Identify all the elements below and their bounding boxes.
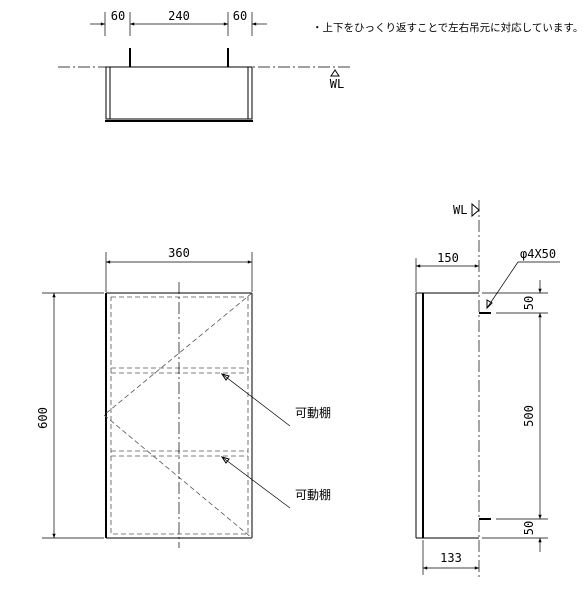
front-view: 360 600 可動棚 可動棚: [36, 246, 331, 548]
top-view: 60 240 60 WL: [58, 9, 352, 122]
note-text: ・上下をひっくり返すことで左右吊元に対応しています。: [312, 22, 584, 34]
front-height-dim: 600: [36, 407, 50, 429]
shelf-label-1: 可動棚: [295, 405, 331, 420]
top-dim-left: 60: [111, 9, 125, 23]
side-wl-label: WL: [453, 203, 467, 217]
top-dim-mid: 240: [168, 9, 190, 23]
side-dim-bottom: 50: [522, 521, 536, 535]
side-dim-top: 50: [522, 296, 536, 310]
side-base-dim: 133: [440, 551, 462, 565]
shelf-label-2: 可動棚: [295, 487, 331, 502]
front-width-dim: 360: [168, 246, 190, 260]
top-dim-right: 60: [233, 9, 247, 23]
screw-label: φ4X50: [520, 247, 556, 261]
top-wl-label: WL: [330, 77, 344, 91]
side-view: WL 150 φ4X50 50 500 50 133: [415, 200, 560, 580]
side-dim-mid: 500: [522, 405, 536, 427]
side-depth-dim: 150: [437, 251, 459, 265]
